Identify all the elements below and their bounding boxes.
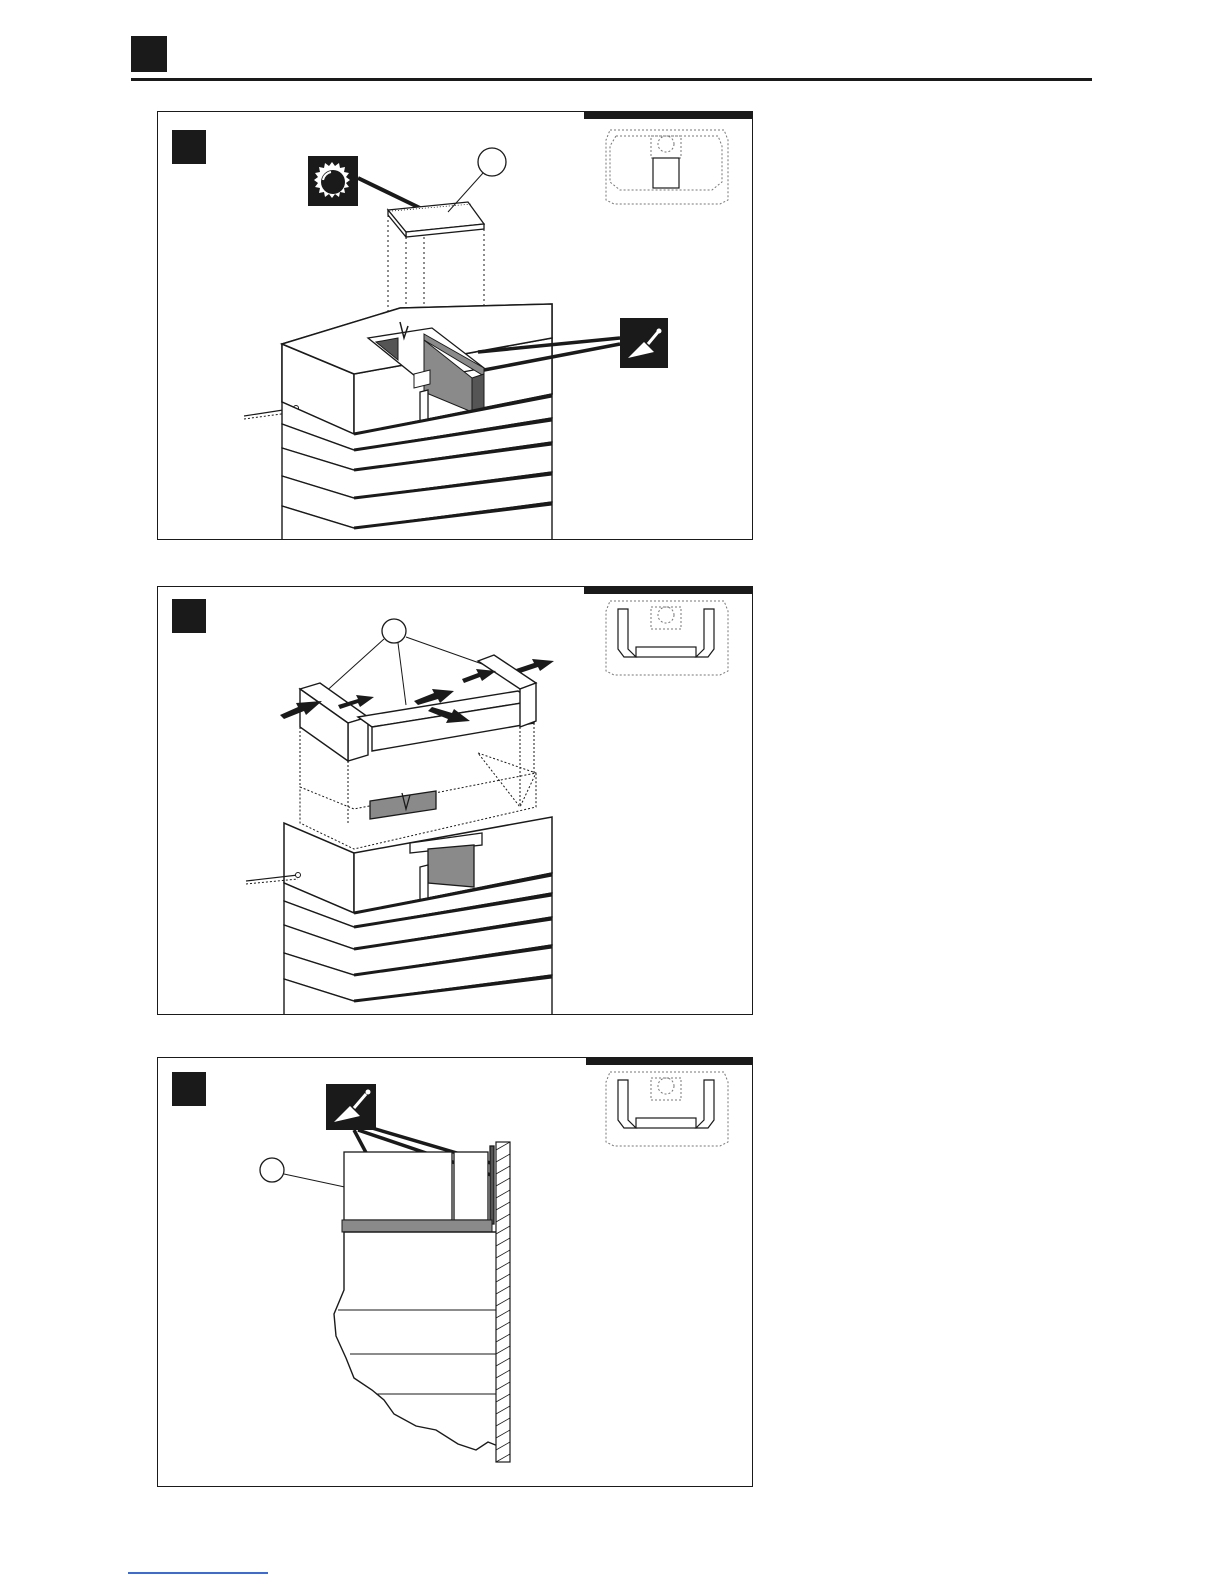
wall-hatch xyxy=(496,1142,510,1462)
step-2-illustration xyxy=(158,587,753,1015)
step-panel-3 xyxy=(157,1057,753,1487)
step-panel-2 xyxy=(157,586,753,1015)
stove-top-plan-icon xyxy=(606,1072,728,1146)
stove-section-body xyxy=(334,1232,498,1450)
panel-title-bar xyxy=(586,1058,753,1065)
step-panel-1 xyxy=(157,111,753,540)
saw-leader xyxy=(358,178,420,208)
panel-title-bar xyxy=(584,112,753,119)
step-marker-icon xyxy=(172,599,206,633)
section-view xyxy=(344,1146,494,1224)
step-1-illustration xyxy=(158,112,753,540)
cut-top-plate xyxy=(388,202,484,237)
step-3-illustration xyxy=(158,1058,753,1487)
trowel-icon xyxy=(326,1084,376,1130)
page-step-marker xyxy=(131,36,167,72)
part-callout-icon xyxy=(478,148,506,176)
thumbnail-highlight xyxy=(618,609,714,657)
panel-title-bar xyxy=(584,587,753,594)
mortar-bed xyxy=(342,1220,492,1232)
thumbnail-highlight xyxy=(618,1080,714,1128)
header-rule xyxy=(131,78,1092,81)
part-callout-icon xyxy=(260,1158,284,1182)
saw-blade-icon xyxy=(308,156,358,206)
stove-top-plan-icon xyxy=(606,130,728,204)
stove-top-plan-icon xyxy=(606,601,728,675)
adjustable-parts xyxy=(300,655,536,761)
trowel-icon xyxy=(620,318,668,368)
step-marker-icon xyxy=(172,1072,206,1106)
thumbnail-highlight xyxy=(653,158,679,188)
footer-link-underline[interactable] xyxy=(128,1572,268,1574)
step-marker-icon xyxy=(172,130,206,164)
part-callout-icon xyxy=(382,619,406,643)
